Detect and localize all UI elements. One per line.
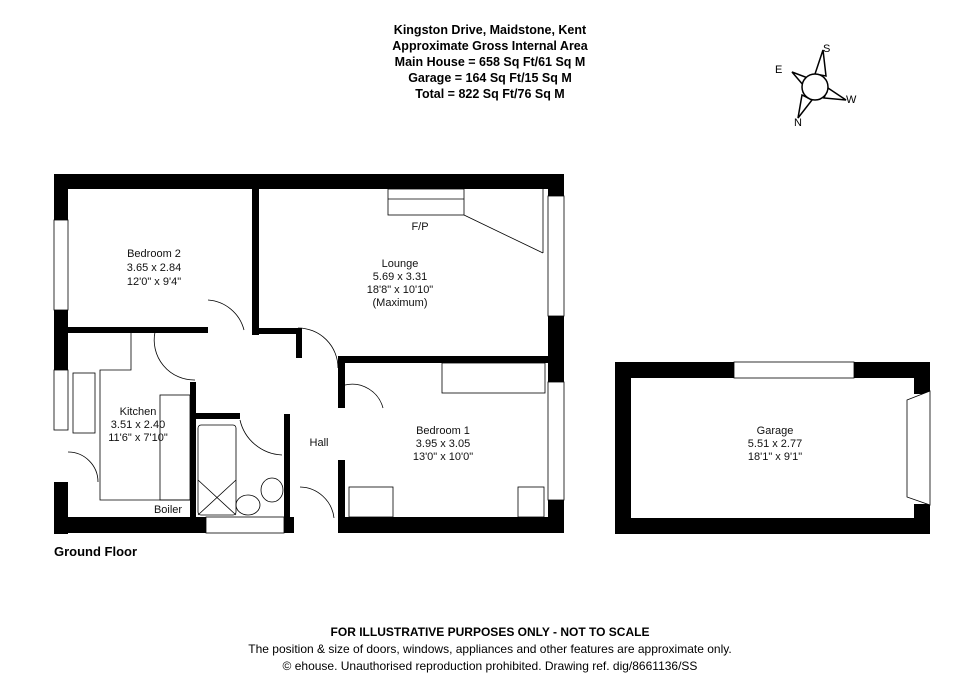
footer-note: The position & size of doors, windows, a… [248,642,732,656]
area-summary: Kingston Drive, Maidstone, Kent Approxim… [330,22,650,102]
compass-e: E [775,64,782,76]
lounge-note: (Maximum) [373,297,428,309]
kitchen-name: Kitchen [120,406,157,418]
bedroom2-metric: 3.65 x 2.84 [127,262,181,274]
footer: FOR ILLUSTRATIVE PURPOSES ONLY - NOT TO … [190,624,790,675]
lounge-metric: 5.69 x 3.31 [373,271,427,283]
bedroom1-name: Bedroom 1 [416,425,470,437]
kitchen-units [72,333,191,501]
garage-name: Garage [757,425,794,437]
bedroom1-imperial: 13'0" x 10'0" [413,451,473,463]
windows [53,195,565,534]
garage-metric: 5.51 x 2.77 [748,438,802,450]
copyright: © ehouse. Unauthorised reproduction proh… [282,659,698,673]
main-house-walls [54,174,564,534]
area-subtitle: Approximate Gross Internal Area [392,39,588,53]
lounge-name: Lounge [382,258,419,270]
kitchen-metric: 3.51 x 2.40 [111,419,165,431]
floor-label: Ground Floor [54,544,138,559]
fireplace [387,188,544,254]
bedroom2-imperial: 12'0" x 9'4" [127,276,181,288]
fireplace-label: F/P [411,221,428,233]
bedroom2-name: Bedroom 2 [127,248,181,260]
compass-n: N [794,117,802,129]
doors [67,299,384,519]
boiler-label: Boiler [154,504,182,516]
lounge-imperial: 18'8" x 10'10" [367,284,434,296]
kitchen-imperial: 11'6" x 7'10" [108,432,168,444]
total-area: Total = 822 Sq Ft/76 Sq M [415,87,565,101]
hall-name: Hall [310,437,329,449]
address-title: Kingston Drive, Maidstone, Kent [393,23,587,37]
wardrobes [348,362,546,518]
garage-window [733,361,931,506]
disclaimer: FOR ILLUSTRATIVE PURPOSES ONLY - NOT TO … [330,625,650,639]
bedroom1-metric: 3.95 x 3.05 [416,438,470,450]
compass-w: W [846,94,857,106]
main-house-area: Main House = 658 Sq Ft/61 Sq M [394,55,586,69]
garage-imperial: 18'1" x 9'1" [748,451,802,463]
compass-s: S [823,43,830,55]
garage-area: Garage = 164 Sq Ft/15 Sq M [408,71,572,85]
bathroom-fixtures [197,424,284,516]
compass-rose-icon: S E W N [775,43,857,129]
